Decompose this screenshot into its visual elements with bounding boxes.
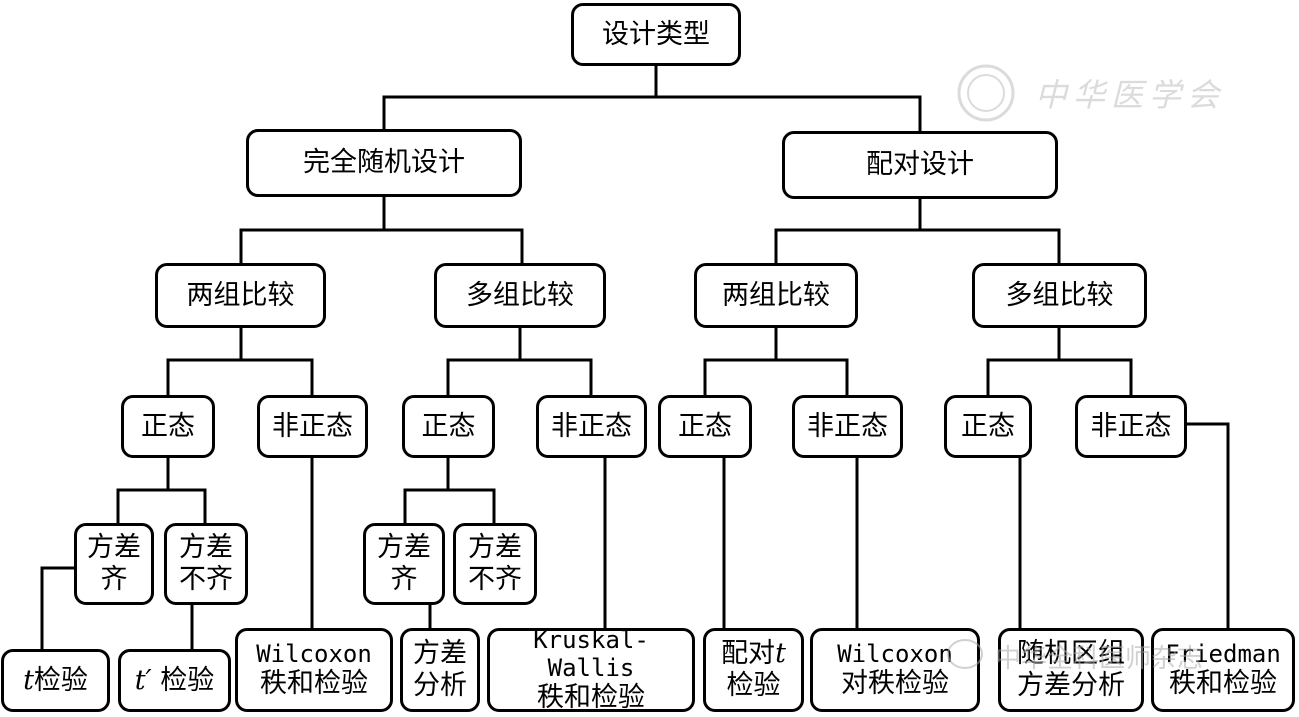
- cr-multi-nonnormal-box: 非正态: [536, 395, 647, 458]
- design-type-box: 设计类型: [571, 3, 741, 66]
- completely-random-design-box: 完全随机设计: [246, 129, 522, 197]
- paired-two-group-label: 两组比较: [722, 279, 830, 311]
- signed-rank-test-label: 对秩检验: [841, 668, 949, 700]
- anova-box: 方差 分析: [400, 628, 480, 712]
- connector-line: [446, 358, 593, 395]
- variance-equal-box: 方差 齐: [74, 523, 154, 605]
- paired-two-nonnormal-box: 非正态: [792, 395, 903, 458]
- cr-multi-normal-box: 正态: [402, 395, 495, 458]
- connector-line: [986, 358, 1133, 395]
- cr-multi-group-label: 多组比较: [466, 279, 574, 311]
- nonnormal-label: 非正态: [551, 410, 632, 442]
- paired-multi-group-label: 多组比较: [1005, 279, 1114, 311]
- connector-line: [703, 358, 849, 395]
- paired-design-label: 配对设计: [866, 149, 974, 181]
- unequal-label: 不齐: [179, 564, 233, 595]
- randomized-block-label: 随机区组: [1017, 638, 1125, 670]
- variance-unequal-box: 方差 不齐: [453, 523, 537, 605]
- randomized-block-anova-box: 随机区组 方差分析: [998, 628, 1144, 712]
- wilcoxon-rank-sum-box: Wilcoxon 秩和检验: [235, 628, 393, 712]
- normal-label: 正态: [421, 410, 476, 442]
- variance-label: 方差: [377, 532, 431, 564]
- paired-t-label: 配对t: [721, 638, 786, 670]
- paired-multi-normal-box: 正态: [944, 395, 1032, 458]
- friedman-label: Friedman: [1165, 639, 1281, 668]
- anova-label: 方差分析: [1017, 670, 1125, 701]
- completely-random-design-label: 完全随机设计: [303, 147, 465, 179]
- cr-two-group-label: 两组比较: [186, 279, 295, 311]
- paired-multi-nonnormal-box: 非正态: [1075, 395, 1187, 458]
- nonnormal-label: 非正态: [272, 410, 353, 442]
- t-prime-test-box: t′ 检验: [118, 649, 231, 712]
- watermark-journal-text: 中华全科医师杂志: [995, 644, 1204, 674]
- connector-line: [239, 228, 524, 263]
- nonnormal-label: 非正态: [807, 410, 888, 442]
- t-test-box: t检验: [1, 649, 110, 712]
- connector-line: [403, 488, 496, 523]
- wilcoxon-label: Wilcoxon: [837, 639, 953, 668]
- test-label: 检验: [726, 670, 781, 701]
- variance-equal-box: 方差 齐: [363, 523, 445, 605]
- variance-label: 方差: [413, 638, 467, 670]
- connector-line: [382, 95, 922, 131]
- nonnormal-label: 非正态: [1090, 410, 1172, 442]
- cr-two-nonnormal-box: 非正态: [257, 395, 368, 458]
- equal-label: 齐: [390, 564, 418, 595]
- connector-line: [1187, 422, 1230, 628]
- normal-label: 正态: [678, 410, 732, 442]
- cr-two-normal-box: 正态: [121, 395, 215, 458]
- variance-unequal-box: 方差 不齐: [164, 523, 248, 605]
- design-type-label: 设计类型: [602, 18, 710, 50]
- connector-line: [40, 566, 74, 649]
- rank-sum-test-label: 秩和检验: [537, 682, 645, 714]
- paired-multi-group-box: 多组比较: [972, 263, 1147, 328]
- cr-multi-group-box: 多组比较: [434, 263, 606, 328]
- watermark-text: 中华医学会: [1035, 76, 1226, 114]
- watermark-logo: 中华医学会: [955, 62, 1255, 122]
- t-test-label: t检验: [23, 664, 88, 696]
- connector-line: [774, 228, 1061, 263]
- variance-label: 方差: [87, 532, 141, 564]
- paired-design-box: 配对设计: [782, 131, 1058, 199]
- rank-sum-test-label: 秩和检验: [260, 668, 368, 700]
- paired-two-normal-box: 正态: [658, 395, 752, 458]
- variance-label: 方差: [468, 532, 522, 564]
- t-prime-test-label: t′ 检验: [134, 664, 215, 696]
- connector-line: [166, 358, 314, 395]
- variance-label: 方差: [179, 532, 233, 564]
- equal-label: 齐: [100, 564, 128, 595]
- wilcoxon-label: Wilcoxon: [256, 639, 372, 668]
- analysis-label: 分析: [413, 670, 467, 701]
- watermark-journal: 中华全科医师杂志: [945, 628, 1275, 678]
- connector-line: [116, 488, 207, 523]
- society-seal-icon: [957, 64, 1015, 122]
- paired-two-group-box: 两组比较: [694, 263, 858, 328]
- wechat-icon: [947, 639, 983, 669]
- wilcoxon-signed-rank-box: Wilcoxon 对秩检验: [810, 628, 980, 712]
- cr-two-group-box: 两组比较: [155, 263, 326, 328]
- normal-label: 正态: [961, 410, 1015, 442]
- paired-t-test-box: 配对t 检验: [703, 628, 804, 712]
- kruskal-wallis-box: Kruskal-Wallis 秩和检验: [487, 625, 695, 714]
- normal-label: 正态: [141, 410, 195, 442]
- rank-sum-test-label: 秩和检验: [1169, 668, 1277, 700]
- kruskal-wallis-label: Kruskal-Wallis: [533, 625, 649, 683]
- unequal-label: 不齐: [468, 564, 522, 595]
- friedman-box: Friedman 秩和检验: [1151, 628, 1295, 712]
